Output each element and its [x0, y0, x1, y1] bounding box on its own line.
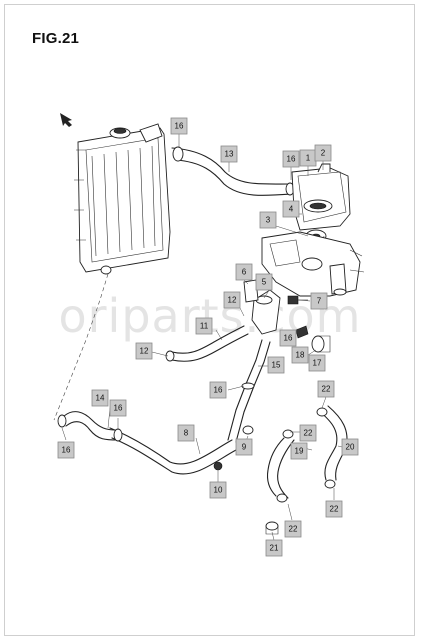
- callout-4: 4: [282, 200, 300, 218]
- callout-label: 22: [322, 385, 331, 394]
- callout-22: 22: [284, 520, 302, 538]
- callout-label: 1: [306, 154, 311, 163]
- callout-16: 16: [57, 441, 75, 459]
- callout-18: 18: [291, 346, 309, 364]
- callout-label: 7: [317, 297, 322, 306]
- lower-radiator-hose: [57, 411, 123, 442]
- callout-2: 2: [314, 144, 332, 162]
- callout-label: 10: [214, 486, 223, 495]
- callout-label: 16: [175, 122, 184, 131]
- callout-label: 16: [284, 334, 293, 343]
- hose-union: [295, 325, 331, 353]
- callout-16: 16: [170, 117, 188, 135]
- callout-label: 2: [321, 149, 326, 158]
- page-frame: [4, 4, 415, 636]
- callout-label: 19: [295, 447, 304, 456]
- callout-14: 14: [91, 389, 109, 407]
- callout-17: 17: [308, 354, 326, 372]
- overflow-line: [53, 273, 109, 421]
- callout-label: 16: [62, 446, 71, 455]
- callout-22: 22: [325, 500, 343, 518]
- callout-label: 20: [346, 443, 355, 452]
- callout-20: 20: [341, 438, 359, 456]
- callout-label: 6: [242, 268, 247, 277]
- callout-12: 12: [223, 291, 241, 309]
- callout-16: 16: [209, 381, 227, 399]
- callout-label: 11: [200, 322, 209, 331]
- callout-label: 3: [266, 216, 271, 225]
- callout-label: 13: [225, 150, 234, 159]
- callout-label: 16: [287, 155, 296, 164]
- callout-label: 5: [262, 278, 267, 287]
- callout-15: 15: [267, 356, 285, 374]
- callout-22: 22: [299, 424, 317, 442]
- callout-label: 8: [184, 429, 189, 438]
- callout-5: 5: [255, 273, 273, 291]
- callout-13: 13: [220, 145, 238, 163]
- callout-19: 19: [290, 442, 308, 460]
- callout-8: 8: [177, 424, 195, 442]
- callout-label: 15: [272, 361, 281, 370]
- callout-7: 7: [310, 292, 328, 310]
- upper-hose: [171, 146, 295, 196]
- callout-6: 6: [235, 263, 253, 281]
- callout-label: 14: [96, 394, 105, 403]
- callout-16: 16: [279, 329, 297, 347]
- callout-label: 9: [242, 443, 247, 452]
- callout-3: 3: [259, 211, 277, 229]
- callout-label: 21: [270, 544, 279, 553]
- lower-pipe: [109, 427, 237, 475]
- figure-title: FIG.21: [32, 30, 80, 47]
- hose-joint: [265, 521, 279, 535]
- callout-label: 16: [214, 386, 223, 395]
- radiator: [74, 123, 171, 275]
- callout-label: 4: [289, 205, 294, 214]
- callout-9: 9: [235, 438, 253, 456]
- callout-12: 12: [135, 342, 153, 360]
- callout-label: 12: [228, 296, 237, 305]
- callout-label: 18: [296, 351, 305, 360]
- callout-21: 21: [265, 539, 283, 557]
- front-arrow-icon: [60, 113, 72, 127]
- callout-16: 16: [109, 399, 127, 417]
- callout-label: 12: [140, 347, 149, 356]
- callout-22: 22: [317, 380, 335, 398]
- callout-10: 10: [209, 481, 227, 499]
- bypass-hose: [165, 325, 249, 362]
- callout-label: 16: [114, 404, 123, 413]
- callout-16: 16: [282, 150, 300, 168]
- callout-label: 22: [330, 505, 339, 514]
- heater-pipe: [227, 339, 271, 443]
- callout-label: 17: [313, 359, 322, 368]
- callout-label: 22: [304, 429, 313, 438]
- water-outlet-housing: [291, 163, 351, 231]
- callout-1: 1: [299, 149, 317, 167]
- callout-label: 22: [289, 525, 298, 534]
- engine-block: [261, 231, 365, 297]
- callout-11: 11: [195, 317, 213, 335]
